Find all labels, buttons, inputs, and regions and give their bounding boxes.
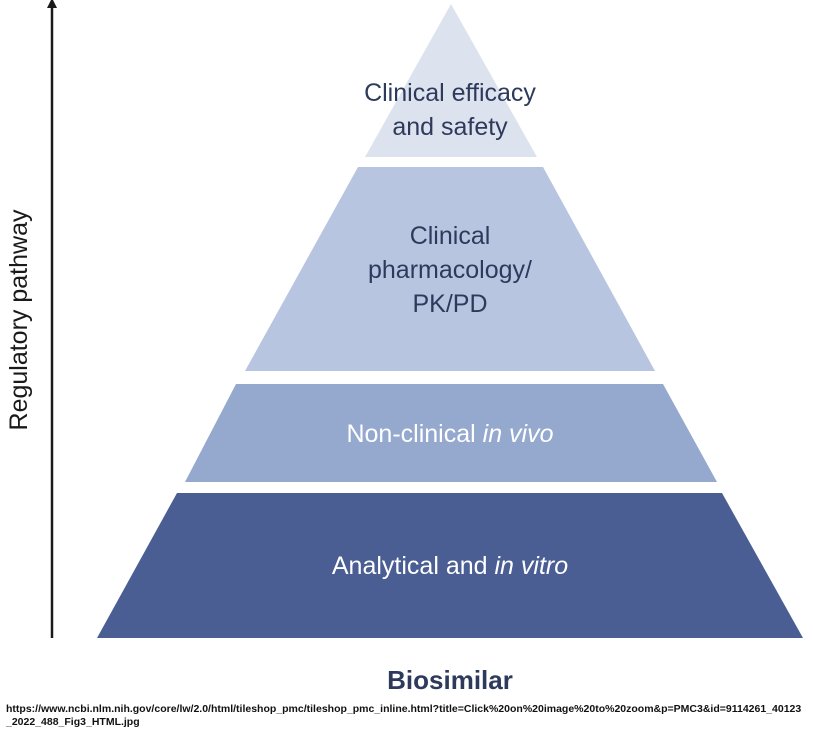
tier-2-label-segment-0-1: in vivo [483, 420, 554, 448]
tier-3-label-line-0: Analytical and in vitro [332, 552, 568, 580]
tier-1-label-segment-2-0: PK/PD [412, 290, 487, 318]
axis-label: Regulatory pathway [5, 209, 33, 430]
tier-2-label-segment-0-0: Non-clinical [346, 420, 482, 448]
tier-analytical-in-vitro [97, 493, 803, 638]
tier-0-label-segment-1-0: and safety [392, 113, 508, 141]
tier-1-label-segment-1-0: pharmacology/ [368, 256, 532, 284]
tier-2-label-line-0: Non-clinical in vivo [346, 420, 553, 448]
tier-3-label-segment-0-0: Analytical and [332, 552, 495, 580]
tier-non-clinical-in-vivo [185, 384, 717, 482]
source-url: https://www.ncbi.nlm.nih.gov/core/lw/2.0… [6, 703, 802, 728]
tier-clinical-efficacy-safety [365, 4, 537, 157]
tier-1-label-line-0: Clinical [410, 222, 491, 250]
tier-1-label-line-2: PK/PD [412, 290, 487, 318]
tier-0-label-line-1: and safety [392, 113, 508, 141]
tier-0-label-line-0: Clinical efficacy [364, 79, 536, 107]
biosimilar-label: Biosimilar [387, 665, 513, 695]
tier-clinical-pharmacology [245, 167, 655, 371]
tier-1-label-segment-0-0: Clinical [410, 222, 491, 250]
tier-1-label-line-1: pharmacology/ [368, 256, 532, 284]
regulatory-pyramid-diagram: Regulatory pathway Clinical efficacy and … [5, 0, 803, 695]
pyramid-tiers [97, 4, 803, 638]
tier-3-label-segment-0-1: in vitro [494, 552, 568, 580]
tier-0-label-segment-0-0: Clinical efficacy [364, 79, 536, 107]
